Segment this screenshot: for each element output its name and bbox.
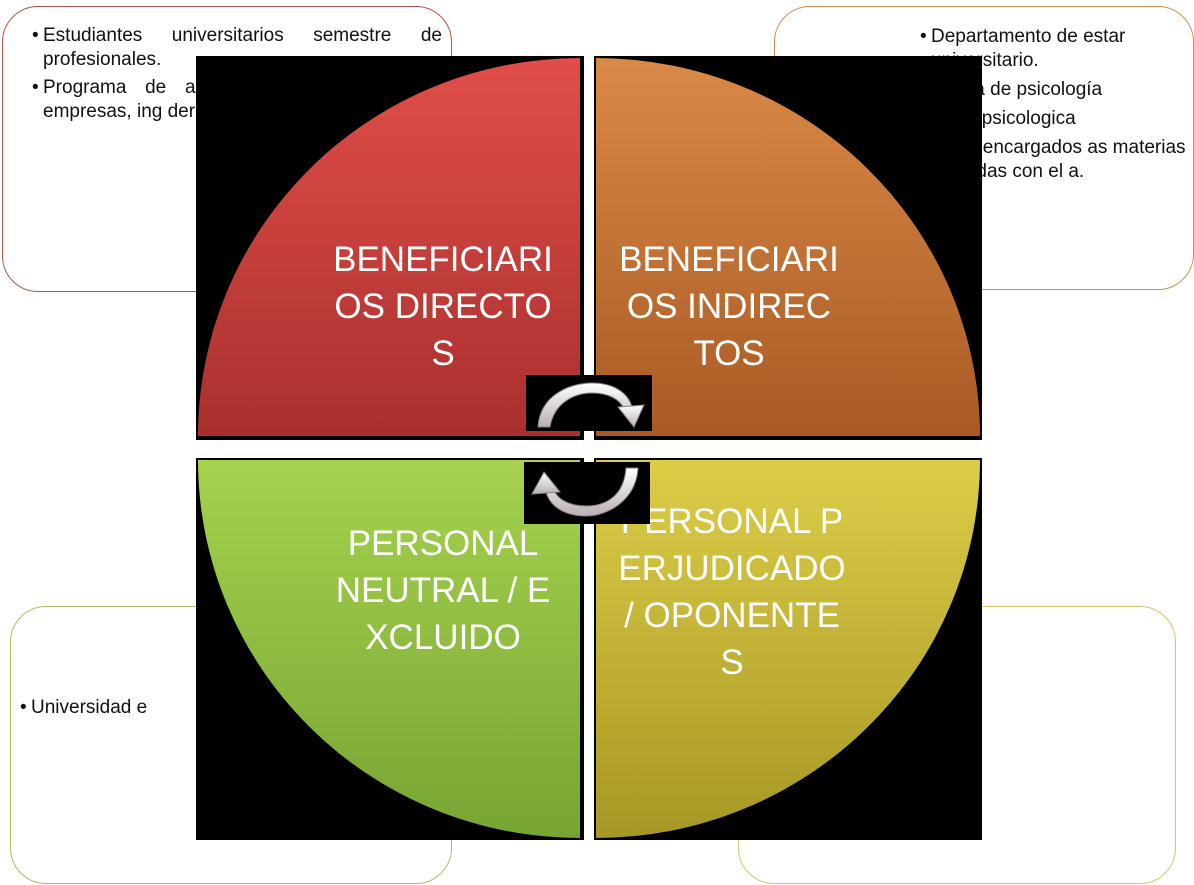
list-item: Estudiantes universitarios semestre de p… (32, 24, 442, 72)
green-quarter-circle (198, 460, 580, 838)
circular-arrow-counterclockwise-icon (524, 462, 650, 524)
neutral-personnel-list: Universidad e (20, 696, 440, 720)
direct-beneficiaries-label: BENEFICIARIOS DIRECTOS (333, 240, 553, 373)
list-item: Universidad e (20, 696, 440, 720)
indirect-beneficiaries-quadrant (594, 56, 982, 440)
neutral-personnel-label: PERSONAL NEUTRAL / EXCLUIDO (335, 524, 551, 657)
affected-personnel-label: PERSONAL PERJUDICADO / OPONENTES (618, 502, 846, 682)
orange-quarter-circle (596, 58, 980, 436)
indirect-beneficiaries-label: BENEFICIARIOS INDIRECTOS (619, 240, 839, 373)
circular-arrow-clockwise-icon (526, 375, 652, 431)
affected-personnel-quadrant (594, 458, 982, 840)
red-quarter-circle (198, 58, 580, 436)
neutral-personnel-quadrant (196, 458, 584, 840)
list-item: Departamento de estar universitario. (920, 25, 1194, 73)
direct-beneficiaries-quadrant (196, 56, 584, 440)
yellow-quarter-circle (596, 460, 980, 838)
